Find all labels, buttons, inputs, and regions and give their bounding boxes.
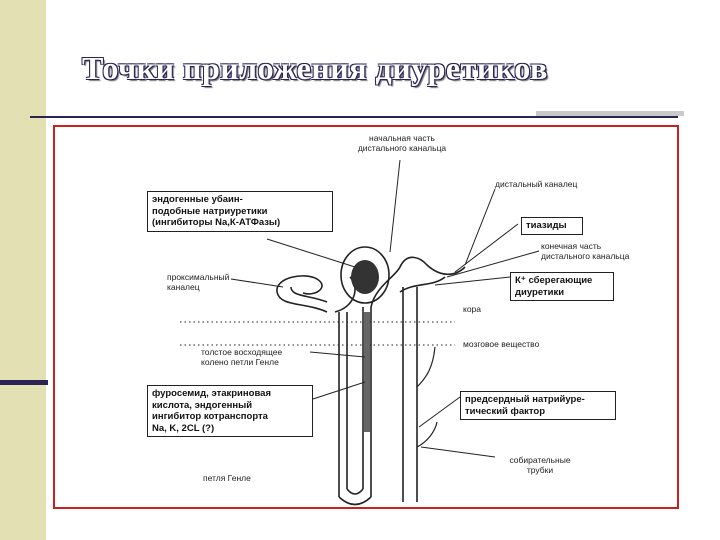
label-thick-ascending: толстое восходящее колено петли Генле [201, 347, 283, 367]
pointer-anp [418, 396, 461, 428]
nephron-diagram [180, 159, 540, 506]
pointer-thick-ascending [309, 351, 366, 358]
label-medulla: мозговое вещество [463, 339, 540, 349]
loop-bottom [338, 488, 372, 506]
box-k-sparing: К⁺ сберегающие диуретики [510, 272, 614, 301]
label-proximal-tubule: проксимальный каналец [167, 272, 230, 292]
label-distal-tubule: дистальный каналец [495, 179, 578, 189]
glomerulus-tuft [351, 260, 379, 294]
pointer-collecting [420, 446, 496, 458]
box-loop-diuretics: фуросемид, этакриновая кислота, эндогенн… [147, 385, 313, 437]
collecting-duct-branch [416, 346, 438, 448]
label-final-distal: конечная часть дистального канальца [541, 241, 630, 261]
thick-segment-hatch [364, 312, 370, 432]
label-collecting-ducts: собирательные трубки [509, 455, 571, 475]
pointer-thiazides [454, 223, 519, 273]
distal-tubule-shape [370, 256, 466, 308]
sidebar-strip [0, 0, 46, 540]
box-ouabain-natriuretics: эндогенные убаин- подобные натриуретики … [147, 191, 333, 232]
proximal-tubule-shape [276, 275, 356, 313]
title-rule [30, 116, 678, 118]
sidebar-accent-bar [0, 380, 48, 385]
pointer-final-distal [446, 250, 540, 278]
label-initial-distal: начальная часть дистального канальца [357, 133, 447, 153]
pointer-proximal [230, 278, 284, 288]
diagram-frame: начальная часть дистального канальца дис… [53, 125, 679, 509]
label-loop-henle: петля Генле [203, 473, 251, 483]
title-rule-accent [536, 111, 684, 116]
pointer-ouabain [266, 238, 356, 268]
label-cortex: кора [463, 304, 481, 314]
pointer-k-sparing [434, 276, 511, 286]
box-anp: предсердный натрийуре- тический фактор [460, 391, 616, 420]
box-thiazides: тиазиды [521, 217, 583, 235]
glomerulus-capsule [340, 246, 390, 304]
pointer-distal-tubule [464, 188, 496, 266]
slide-title: Точки приложения диуретиков [82, 50, 548, 86]
pointer-initial-distal [389, 159, 401, 253]
pointer-loop-diuretics [312, 381, 366, 400]
